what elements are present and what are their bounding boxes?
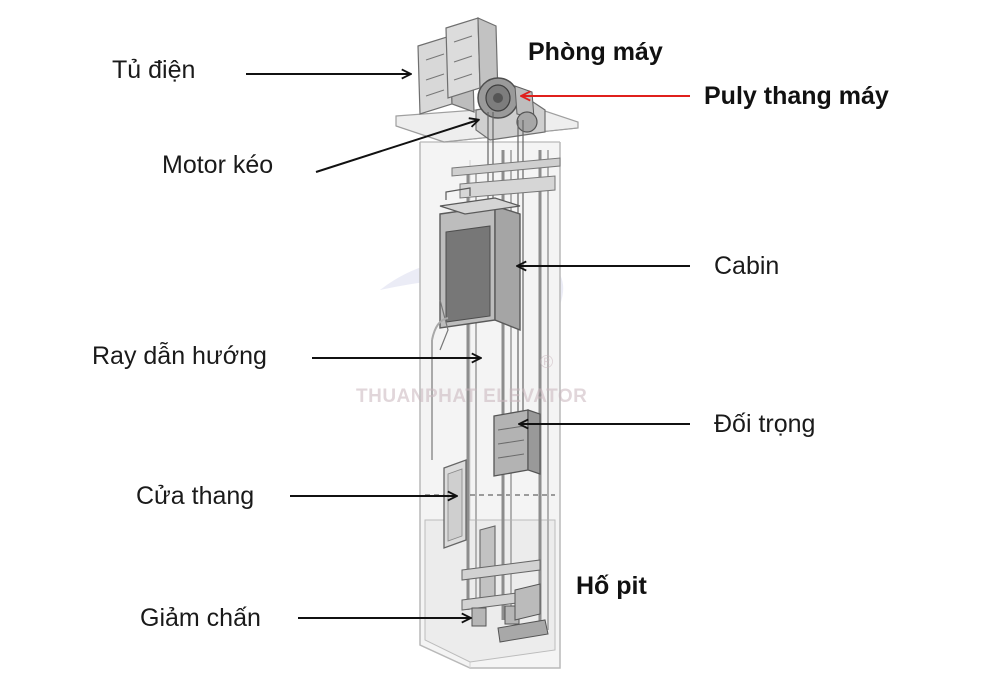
label-cua-thang: Cửa thang bbox=[136, 482, 255, 510]
label-ray: Ray dẫn hướng bbox=[92, 342, 267, 370]
label-ho-pit: Hố pit bbox=[576, 572, 647, 600]
watermark-text: THUANPHAT ELEVATOR bbox=[356, 386, 588, 407]
pointer-arrows bbox=[246, 74, 690, 618]
arrow-motor bbox=[315, 120, 478, 173]
label-giam-chan: Giảm chấn bbox=[140, 604, 261, 632]
control-cabinet bbox=[417, 17, 499, 115]
label-motor: Motor kéo bbox=[162, 151, 274, 179]
cabin bbox=[431, 187, 521, 460]
watermark-registered-mark: ® bbox=[540, 352, 554, 372]
label-phong-may: Phòng máy bbox=[528, 38, 663, 66]
traction-machine bbox=[475, 77, 546, 141]
label-tu-dien: Tủ điện bbox=[112, 56, 196, 84]
label-cabin: Cabin bbox=[714, 252, 780, 280]
counterweight bbox=[493, 409, 541, 477]
label-doi-trong: Đối trọng bbox=[714, 410, 816, 438]
landing-door bbox=[443, 459, 467, 549]
label-puly: Puly thang máy bbox=[704, 82, 889, 110]
pit-buffers bbox=[461, 525, 549, 643]
